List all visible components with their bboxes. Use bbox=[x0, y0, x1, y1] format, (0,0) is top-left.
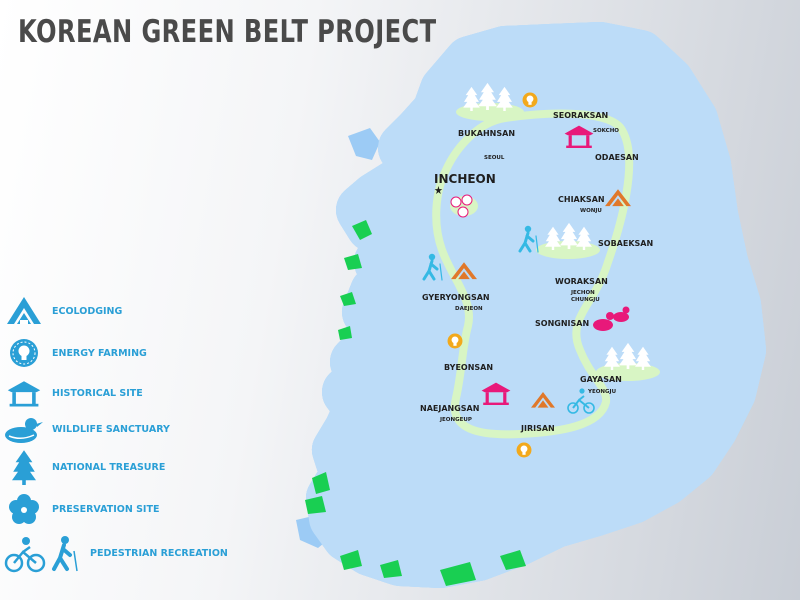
wildlife-sanctuary-songnisan bbox=[593, 306, 630, 331]
pavilion-icon bbox=[4, 376, 44, 410]
label-seoraksan: SEORAKSAN bbox=[553, 111, 608, 120]
label-naejangsan: NAEJANGSAN bbox=[420, 404, 479, 413]
label-sokcho: SOKCHO bbox=[593, 128, 619, 134]
cyclist-gayasan bbox=[567, 388, 595, 414]
islands bbox=[305, 220, 526, 586]
legend-item-wildlife-sanctuary: WILDLIFE SANCTUARY bbox=[4, 412, 170, 446]
duck-icon bbox=[4, 412, 44, 446]
preservation-site-seoul bbox=[450, 194, 478, 218]
map-legend: ECOLODGING ENERGY FARMING HISTORICAL SIT… bbox=[0, 0, 240, 600]
tree-icon bbox=[4, 450, 44, 485]
ecolodge-icon bbox=[4, 294, 44, 328]
label-daejeon: DAEJEON bbox=[455, 306, 483, 312]
label-gayasan: GAYASAN bbox=[580, 375, 622, 384]
label-bukahnsan: BUKAHNSAN bbox=[458, 129, 515, 138]
hiker-north bbox=[518, 225, 539, 253]
forest-north bbox=[456, 82, 524, 121]
incheon-star-icon: ★ bbox=[434, 184, 443, 197]
label-jechon: JECHON bbox=[570, 290, 595, 296]
legend-item-national-treasure: NATIONAL TREASURE bbox=[4, 450, 165, 485]
lightbulb-icon bbox=[4, 336, 44, 370]
hiker-west bbox=[422, 253, 443, 281]
legend-item-preservation-site: PRESERVATION SITE bbox=[4, 492, 159, 526]
label-wonju: WONJU bbox=[580, 208, 602, 214]
legend-item-historical-site: HISTORICAL SITE bbox=[4, 376, 143, 410]
green-belt-route bbox=[432, 109, 634, 439]
label-chungju: CHUNGJU bbox=[571, 297, 600, 303]
label-sobaeksan: SOBAEKSAN bbox=[598, 239, 653, 248]
label-byeonsan: BYEONSAN bbox=[444, 363, 493, 372]
label-songnisan: SONGNISAN bbox=[535, 319, 589, 328]
energy-farm-west bbox=[447, 333, 463, 349]
label-gyeryongsan: GYERYONGSAN bbox=[422, 293, 490, 302]
flower-icon bbox=[4, 492, 44, 526]
label-yeongju: YEONGJU bbox=[587, 389, 616, 395]
mainland bbox=[332, 48, 740, 562]
energy-farm-south bbox=[516, 442, 532, 458]
forest-sobaeksan bbox=[536, 222, 600, 259]
map-title: KOREAN GREEN BELT PROJECT bbox=[18, 14, 437, 50]
legend-item-pedestrian-recreation: PEDESTRIAN RECREATION bbox=[2, 536, 228, 573]
hiker-cyclist-icon bbox=[2, 536, 82, 573]
label-chiaksan: CHIAKSAN bbox=[558, 195, 605, 204]
label-seoul: SEOUL bbox=[484, 155, 505, 161]
label-odaesan: ODAESAN bbox=[595, 153, 639, 162]
label-jirisan: JIRISAN bbox=[520, 424, 555, 433]
forest-gayasan bbox=[596, 342, 660, 381]
legend-item-ecolodging: ECOLODGING bbox=[4, 294, 122, 328]
label-incheon: INCHEON bbox=[434, 172, 496, 186]
energy-farm-north bbox=[522, 92, 538, 108]
legend-item-energy-farming: ENERGY FARMING bbox=[4, 336, 147, 370]
label-woraksan: WORAKSAN bbox=[555, 277, 608, 286]
label-jeongeup: JEONGEUP bbox=[439, 417, 472, 423]
